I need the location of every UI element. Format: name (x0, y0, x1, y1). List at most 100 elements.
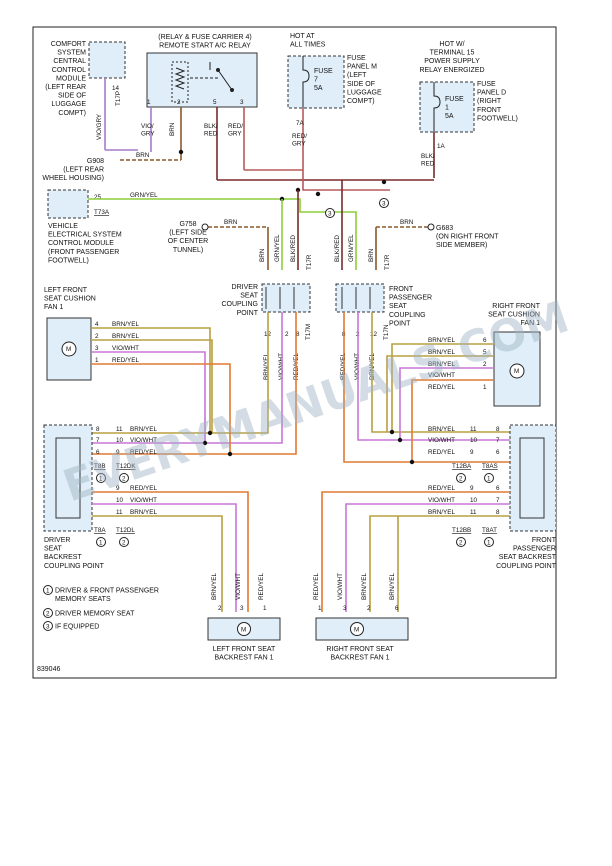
connector-t8a: T8A (94, 527, 106, 534)
splice (207, 430, 213, 436)
pin-2-rcf: 2 (483, 361, 487, 368)
wire-label-pbc-2: VIO/WHT (428, 437, 455, 444)
ground-g758-symbol (201, 223, 209, 231)
wire-label-blkred-v: BLK/RED (290, 235, 297, 262)
passenger-backrest-coupling-box (509, 424, 557, 532)
text-line: PASSENGER (389, 295, 432, 302)
wire-brnyel-lbf (92, 515, 223, 612)
text-line: FOOTWELL) (48, 257, 89, 264)
pin-10-dbc-b: 10 (116, 497, 124, 504)
text-line: LUGGAGE (51, 101, 86, 108)
text-line: PASSENGER (513, 546, 556, 553)
wire-label-pbc-3: RED/YEL (428, 449, 455, 456)
wire-redyel-rbf (321, 491, 510, 612)
note-marker-2-text: 2 (459, 476, 463, 483)
wire-grnyel-main (88, 198, 357, 270)
text-line: DRIVER (232, 284, 258, 291)
text-line: G683 (436, 225, 453, 232)
wire-label-pbc-6: BRN/YEL (428, 509, 455, 516)
text-line: HOT W/ (439, 41, 464, 48)
note-marker-2 (119, 537, 129, 547)
splice (227, 451, 233, 457)
pin-9-dbc-b: 9 (116, 485, 120, 492)
wire-viowht-pass-down (357, 312, 512, 441)
relay-title: (RELAY & FUSE CARRIER 4)REMOTE START A/C… (158, 34, 252, 50)
text-line: FUSE (347, 55, 366, 62)
fuse-d-box (419, 81, 475, 133)
note-marker-2-text: 2 (122, 476, 126, 483)
text-line: POWER SUPPLY (424, 58, 480, 65)
wire-label-blkred: BLK/RED (204, 123, 218, 138)
text-line: MEMORY SEATS (55, 596, 111, 603)
pin-4-lcf: 4 (95, 321, 99, 328)
text-line: SEAT CUSHION (44, 296, 96, 303)
text-line: GRY (141, 131, 155, 138)
connector-t17r-a: T17R (306, 254, 313, 270)
pin-7a: 7A (296, 120, 305, 127)
wire-label-rcf-5: BRN/YEL (428, 349, 455, 356)
text-line: CONTROL (52, 67, 86, 74)
text-line: BACKREST FAN 1 (330, 655, 389, 662)
connector-t17r-b: T17R (384, 254, 391, 270)
diagram-frame (32, 26, 557, 679)
pin-3: 3 (240, 99, 244, 106)
text-line: CONTROL MODULE (48, 240, 114, 247)
wire-label-dbc-5: VIO/WHT (130, 497, 157, 504)
text-line: OF CENTER (168, 238, 208, 245)
text-line: (LEFT REAR (45, 84, 86, 91)
text-line: SEAT (240, 293, 258, 300)
wire-label-redgry-relay: RED/GRY (228, 123, 243, 138)
note-marker-2 (119, 473, 129, 483)
text-line: SIDE MEMBER) (436, 242, 487, 249)
wire-lcf-1 (91, 363, 231, 454)
wire-redgry-bus2 (302, 172, 390, 191)
pin-14: 14 (112, 85, 120, 92)
note-marker-1-text: 1 (487, 476, 491, 483)
text-line: BACKREST FAN 1 (214, 655, 273, 662)
splice (397, 437, 403, 443)
wire-label-dbc-6: BRN/YEL (130, 509, 157, 516)
pin-10-dbc: 10 (116, 437, 124, 444)
pin-2-lcf: 2 (95, 333, 99, 340)
text-line: FAN 1 (521, 320, 541, 327)
pin-8-dbc: 8 (96, 426, 100, 433)
pin-11-pbc-b: 11 (470, 509, 477, 516)
text-line: LUGGAGE (347, 89, 382, 96)
passenger-coupling-box (335, 283, 385, 313)
text-line: FUSE (314, 68, 333, 75)
wire-label-brn-relay: BRN (169, 122, 176, 136)
driver-backrest-inner (55, 437, 81, 519)
text-line: COMFORT (51, 41, 87, 48)
text-line: HOT AT (290, 33, 315, 40)
pin-5-rcf: 5 (483, 349, 487, 356)
wire-label-lbf-brnyel: BRN/YEL (211, 573, 218, 600)
figure-id: 839046 (37, 666, 60, 673)
text-line: VEHICLE (48, 223, 78, 230)
text-line: FOOTWELL) (477, 115, 518, 122)
wire-lcf-2 (91, 339, 213, 433)
text-line: RELAY ENERGIZED (419, 67, 484, 74)
text-line: FRONT (477, 107, 502, 114)
wire-label-brn-v: BRN (259, 248, 266, 262)
wire-label-rcf-6: BRN/YEL (428, 337, 455, 344)
text-line: GRY (292, 141, 306, 148)
text-line: FAN 1 (44, 304, 64, 311)
text-line: 5A (314, 85, 323, 92)
text-line: RED/ (228, 123, 243, 130)
wire-label-dbc-2: VIO/WHT (130, 437, 157, 444)
wire-label-brn-v2: BRN (368, 248, 375, 262)
connector-t17p: T17P (115, 91, 122, 106)
text-line: POINT (237, 310, 259, 317)
svg-text:3: 3 (46, 624, 50, 631)
note-marker-1 (96, 473, 106, 483)
fuse-7-symbol (302, 56, 310, 108)
text-line: COUPLING POINT (496, 563, 557, 570)
